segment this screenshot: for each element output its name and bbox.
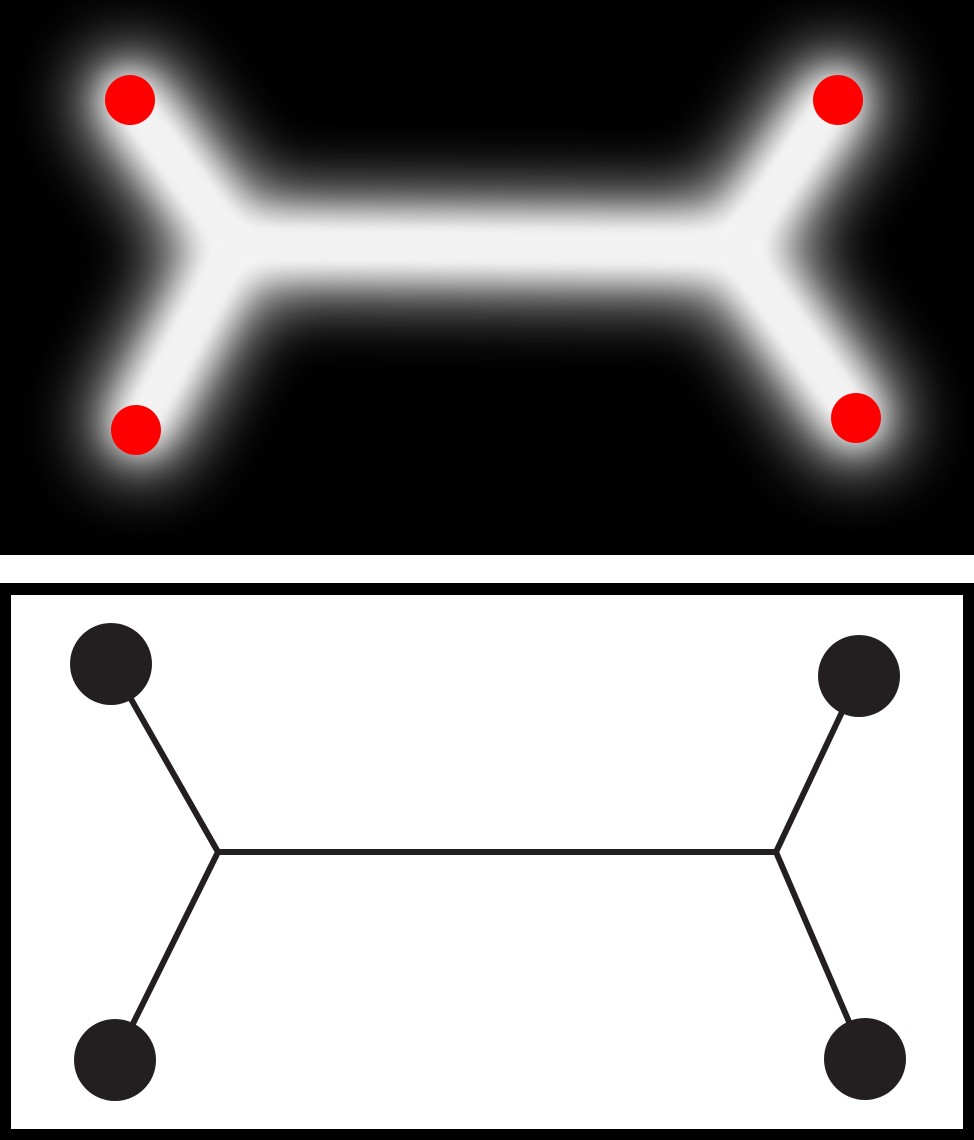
skeleton-heatmap-panel <box>0 0 974 555</box>
endpoint-bottom-left <box>111 405 161 455</box>
endpoints <box>105 75 881 455</box>
endpoint-top-right <box>813 75 863 125</box>
node-bottom-right <box>824 1018 906 1100</box>
endpoint-bottom-right <box>831 393 881 443</box>
graph-diagram-svg <box>0 583 974 1140</box>
node-top-left <box>70 623 152 705</box>
graph-nodes <box>70 623 906 1101</box>
graph-diagram-panel <box>0 583 974 1140</box>
node-bottom-left <box>74 1019 156 1101</box>
skeleton-core <box>114 84 871 441</box>
skeleton-heatmap-svg <box>0 0 974 555</box>
endpoint-top-left <box>105 75 155 125</box>
node-top-right <box>818 635 900 717</box>
diagram-canvas <box>11 595 963 1129</box>
